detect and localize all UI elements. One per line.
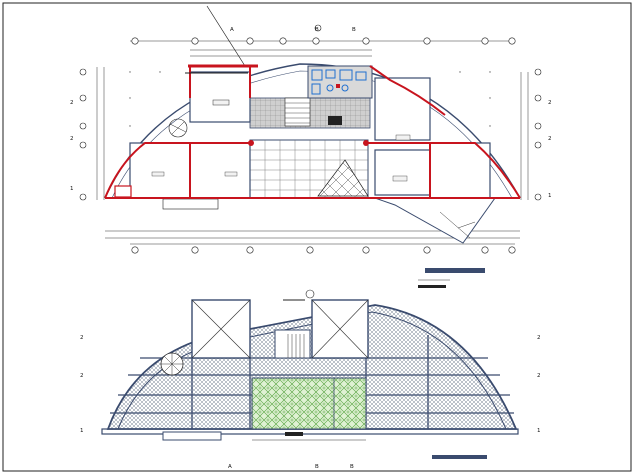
scale-bar-plan — [418, 268, 485, 288]
svg-text:1: 1 — [548, 193, 552, 199]
svg-text:2: 2 — [548, 136, 552, 142]
svg-text:1: 1 — [70, 186, 74, 192]
roof-plan-elevation: 2 2 1 2 2 1 A B B — [80, 289, 541, 470]
svg-text:A: A — [228, 464, 232, 470]
room-right-far — [429, 142, 491, 199]
interior-dots — [129, 71, 491, 127]
svg-text:2: 2 — [548, 100, 552, 106]
svg-text:2: 2 — [70, 100, 74, 106]
room-right-top — [374, 77, 431, 141]
arch-outline-plan — [104, 63, 521, 199]
section-marks-elev: A B B — [228, 464, 354, 470]
svg-text:2: 2 — [80, 373, 84, 379]
svg-text:B: B — [315, 27, 319, 33]
floor-plan: 2 2 1 2 2 1 A B B — [70, 5, 552, 288]
entry-wing — [374, 197, 496, 244]
room-top-left — [189, 71, 251, 123]
svg-text:B: B — [350, 464, 354, 470]
svg-text:A: A — [230, 27, 234, 33]
svg-text:1: 1 — [80, 428, 84, 434]
svg-text:2: 2 — [80, 335, 84, 341]
svg-text:B: B — [352, 27, 356, 33]
svg-text:1: 1 — [537, 428, 541, 434]
stair-plan — [284, 97, 311, 127]
stair-access — [274, 329, 311, 359]
scale-bar-elev — [432, 455, 487, 459]
structural-beams — [104, 65, 521, 199]
svg-text:2: 2 — [70, 136, 74, 142]
room-left-a — [129, 142, 191, 199]
room-left-b — [189, 142, 251, 199]
north-arrow-icon — [283, 289, 315, 301]
grid-bubbles-top — [131, 37, 516, 254]
svg-text:2: 2 — [537, 335, 541, 341]
blue-fixtures — [311, 69, 367, 95]
elev-axis-labels: 2 2 1 2 2 1 — [80, 335, 541, 434]
section-marks-plan: A B B — [206, 5, 356, 67]
central-garden — [251, 377, 367, 430]
spiral-stair-plan — [168, 118, 188, 138]
svg-text:2: 2 — [537, 373, 541, 379]
section-marker-icon — [314, 24, 322, 32]
side-axis-labels: 2 2 1 2 2 1 — [70, 100, 552, 199]
vault-arch — [106, 304, 518, 430]
room-right-mid — [374, 149, 431, 196]
grid-bubbles-side — [79, 68, 542, 201]
skylight-triangle — [317, 159, 369, 197]
svg-text:B: B — [315, 464, 319, 470]
